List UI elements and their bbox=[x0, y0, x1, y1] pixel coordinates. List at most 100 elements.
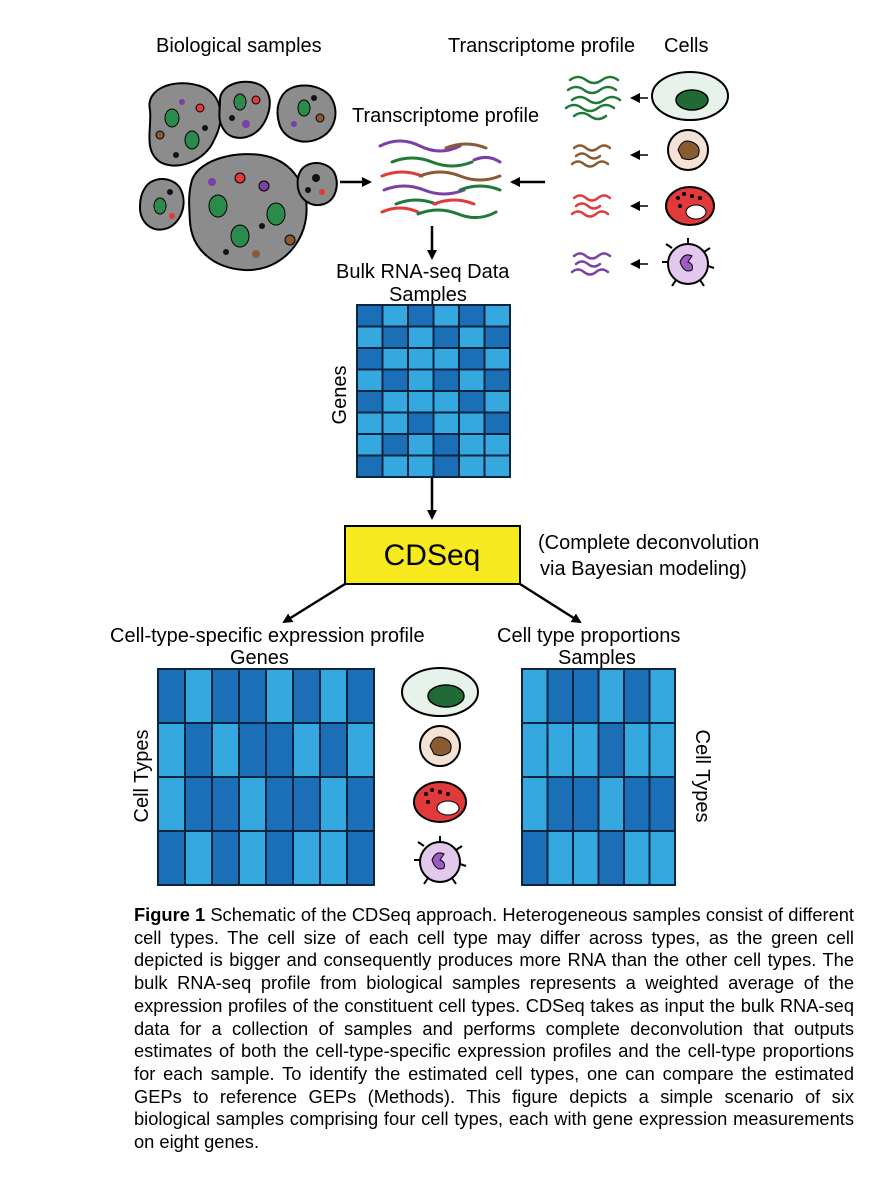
matrix-cell bbox=[292, 668, 321, 724]
matrix-cell bbox=[407, 390, 435, 414]
matrix-cell bbox=[572, 722, 600, 778]
matrix-cell bbox=[432, 304, 460, 328]
matrix-cell bbox=[184, 776, 213, 832]
matrix-cell bbox=[648, 776, 676, 832]
figure-label: Figure 1 bbox=[134, 904, 206, 925]
matrix-cell bbox=[346, 830, 375, 886]
matrix-cell bbox=[157, 722, 186, 778]
matrix-cell bbox=[458, 454, 486, 478]
matrix-cell bbox=[184, 668, 213, 724]
matrix-cell bbox=[238, 776, 267, 832]
red-cell-icon bbox=[413, 781, 467, 823]
matrix-cell bbox=[597, 776, 625, 832]
sample-blob-5 bbox=[188, 153, 308, 272]
input-arrows bbox=[340, 177, 545, 260]
matrix-cell bbox=[407, 347, 435, 371]
matrix-cell bbox=[265, 776, 294, 832]
cdseq-title: CDSeq bbox=[384, 539, 481, 572]
matrix-cell bbox=[483, 368, 511, 392]
matrix-cell bbox=[597, 722, 625, 778]
matrix-cell bbox=[381, 390, 409, 414]
matrix-cell bbox=[521, 830, 549, 886]
matrix-cell bbox=[407, 454, 435, 478]
matrix-cell bbox=[458, 390, 486, 414]
matrix-cell bbox=[458, 433, 486, 457]
matrix-cell bbox=[483, 390, 511, 414]
matrix-cell bbox=[521, 722, 549, 778]
matrix-cell bbox=[407, 368, 435, 392]
matrix-cell bbox=[265, 722, 294, 778]
matrix-cell bbox=[356, 368, 384, 392]
matrix-cell bbox=[157, 668, 186, 724]
genes-vertical-label: Genes bbox=[329, 366, 351, 425]
matrix-cell bbox=[292, 722, 321, 778]
matrix-cell bbox=[458, 325, 486, 349]
brown-cell-icon bbox=[419, 725, 461, 767]
matrix-cell bbox=[211, 776, 240, 832]
cells-label: Cells bbox=[664, 35, 708, 57]
matrix-cell bbox=[572, 668, 600, 724]
matrix-cell bbox=[319, 830, 348, 886]
expression-profile-label: Cell-type-specific expression profile bbox=[110, 625, 425, 647]
matrix-cell bbox=[458, 368, 486, 392]
matrix-cell bbox=[546, 722, 574, 778]
matrix-cell bbox=[157, 830, 186, 886]
sample-cell-dots bbox=[153, 93, 325, 258]
matrix-cell bbox=[356, 304, 384, 328]
brown-transcripts bbox=[570, 144, 612, 168]
cell-types-right-label: Cell Types bbox=[691, 729, 713, 822]
brown-cell-icon bbox=[667, 129, 709, 171]
cdseq-note-line2: via Bayesian modeling) bbox=[540, 558, 747, 580]
matrix-cell bbox=[319, 668, 348, 724]
matrix-cell bbox=[346, 776, 375, 832]
matrix-cell bbox=[521, 668, 549, 724]
matrix-cell bbox=[346, 722, 375, 778]
matrix-cell bbox=[184, 830, 213, 886]
green-cell-icon bbox=[401, 667, 479, 717]
cdseq-box bbox=[344, 525, 521, 585]
matrix-cell bbox=[483, 304, 511, 328]
transcriptome-profile-mid-label: Transcriptome profile bbox=[352, 105, 539, 127]
matrix-cell bbox=[623, 776, 651, 832]
biological-samples-label: Biological samples bbox=[156, 35, 322, 57]
matrix-cell bbox=[648, 722, 676, 778]
matrix-cell bbox=[432, 411, 460, 435]
cell-types-left-label: Cell Types bbox=[131, 729, 153, 822]
cdseq-note-line1: (Complete deconvolution bbox=[538, 532, 759, 554]
matrix-cell bbox=[432, 390, 460, 414]
red-transcripts bbox=[570, 194, 612, 218]
matrix-cell bbox=[356, 347, 384, 371]
figure-caption: Figure 1 Schematic of the CDSeq approach… bbox=[134, 904, 854, 1154]
matrix-cell bbox=[432, 325, 460, 349]
matrix-cell bbox=[432, 347, 460, 371]
matrix-cell bbox=[356, 454, 384, 478]
matrix-cell bbox=[623, 722, 651, 778]
matrix-cell bbox=[356, 325, 384, 349]
matrix-cell bbox=[292, 776, 321, 832]
green-transcripts bbox=[564, 75, 622, 121]
matrix-cell bbox=[597, 668, 625, 724]
cell-transcripts bbox=[564, 75, 622, 276]
matrix-cell bbox=[157, 776, 186, 832]
matrix-cell bbox=[319, 776, 348, 832]
matrix-cell bbox=[184, 722, 213, 778]
matrix-cell bbox=[211, 722, 240, 778]
matrix-cell bbox=[521, 776, 549, 832]
matrix-cell bbox=[381, 454, 409, 478]
bulk-rnaseq-matrix bbox=[356, 304, 511, 478]
matrix-cell bbox=[381, 411, 409, 435]
transcriptome-profile-top-label: Transcriptome profile bbox=[448, 35, 635, 57]
matrix-cell bbox=[458, 411, 486, 435]
purple-transcripts bbox=[570, 252, 612, 276]
purple-cell-icon bbox=[662, 238, 715, 287]
matrix-cell bbox=[483, 347, 511, 371]
purple-cell-icon bbox=[414, 836, 467, 885]
matrix-cell bbox=[483, 411, 511, 435]
matrix-cell bbox=[432, 454, 460, 478]
matrix-cell bbox=[238, 722, 267, 778]
matrix-cell bbox=[597, 830, 625, 886]
matrix-cell bbox=[292, 830, 321, 886]
transcriptome-profile-squiggles bbox=[378, 139, 502, 219]
matrix-cell bbox=[356, 390, 384, 414]
matrix-cell bbox=[381, 368, 409, 392]
